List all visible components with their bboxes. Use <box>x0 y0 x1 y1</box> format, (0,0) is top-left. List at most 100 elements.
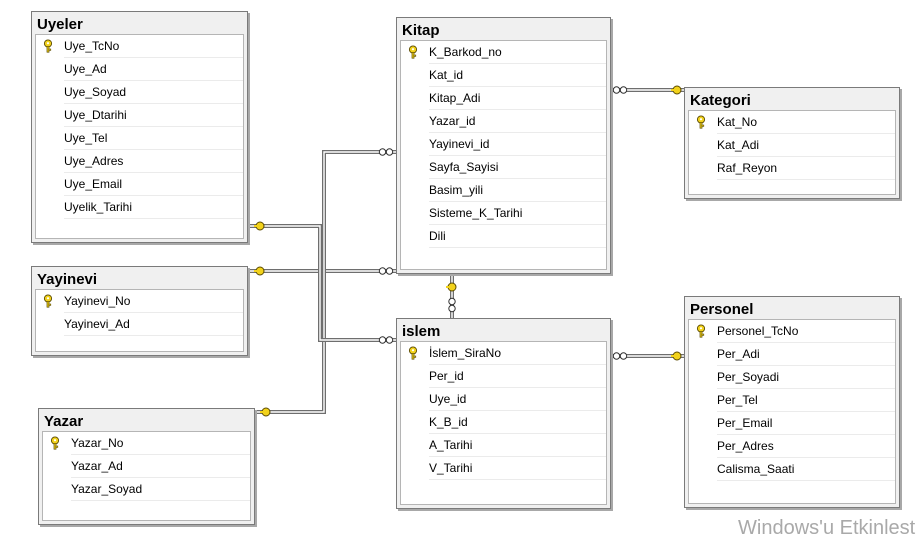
table-title: islem <box>402 323 441 340</box>
column-name: İslem_SiraNo <box>429 346 502 360</box>
column-name: Per_Soyadi <box>717 370 780 384</box>
column-row[interactable]: Per_Adi <box>717 343 895 366</box>
column-row[interactable]: Uye_Ad <box>64 58 243 81</box>
column-name: Uye_id <box>429 392 467 406</box>
column-name: Kitap_Adi <box>429 91 481 105</box>
column-name: Uye_Email <box>64 177 123 191</box>
column-name: Calisma_Saati <box>717 462 795 476</box>
column-name: Yazar_id <box>429 114 476 128</box>
one-end-key-icon <box>671 85 682 95</box>
column-name: Uye_Tel <box>64 131 108 145</box>
key-icon <box>50 436 60 450</box>
many-end-icon <box>378 148 394 156</box>
one-end-key-icon <box>254 266 265 276</box>
one-end-key-icon <box>446 282 457 292</box>
column-row[interactable]: Yazar_No <box>50 432 250 455</box>
column-row[interactable]: Uye_Adres <box>64 150 243 173</box>
column-name: Uye_Ad <box>64 62 107 76</box>
column-row[interactable]: Yayinevi_Ad <box>64 313 243 336</box>
many-end-icon <box>378 336 394 344</box>
column-name: Yazar_Ad <box>71 459 123 473</box>
column-row[interactable]: İslem_SiraNo <box>408 342 606 365</box>
column-name: Kat_No <box>717 115 758 129</box>
column-name: K_B_id <box>429 415 468 429</box>
column-row[interactable]: Uye_TcNo <box>43 35 243 58</box>
column-row[interactable]: Yayinevi_No <box>43 290 243 313</box>
column-row[interactable]: Uye_Soyad <box>64 81 243 104</box>
column-row[interactable]: Per_id <box>429 365 606 388</box>
table-title: Yayinevi <box>37 271 98 288</box>
one-end-key-icon <box>254 221 265 231</box>
key-icon <box>408 45 418 59</box>
column-row[interactable]: K_Barkod_no <box>408 41 606 64</box>
relationship-islem-uyeler[interactable] <box>248 224 396 342</box>
column-row[interactable]: Sayfa_Sayisi <box>429 156 606 179</box>
column-row[interactable]: Uye_Tel <box>64 127 243 150</box>
column-row[interactable]: Yayinevi_id <box>429 133 606 156</box>
table-title: Kategori <box>690 92 751 109</box>
column-row[interactable]: Uye_id <box>429 388 606 411</box>
column-row[interactable]: Uye_Dtarihi <box>64 104 243 127</box>
column-name: V_Tarihi <box>429 461 473 475</box>
column-row[interactable]: Kitap_Adi <box>429 87 606 110</box>
key-icon <box>43 294 53 308</box>
column-row[interactable]: A_Tarihi <box>429 434 606 457</box>
column-row[interactable]: Calisma_Saati <box>717 458 895 481</box>
column-row[interactable]: Basim_yili <box>429 179 606 202</box>
column-row[interactable]: Per_Email <box>717 412 895 435</box>
column-name: Per_Adres <box>717 439 774 453</box>
column-row[interactable]: Sisteme_K_Tarihi <box>429 202 606 225</box>
column-name: Raf_Reyon <box>717 161 778 175</box>
column-row[interactable]: Per_Adres <box>717 435 895 458</box>
activation-watermark: Windows'u Etkinlesti <box>738 517 916 539</box>
column-row[interactable]: Yazar_Soyad <box>71 478 250 501</box>
column-row[interactable]: Personel_TcNo <box>696 320 895 343</box>
column-name: Yayinevi_id <box>429 137 490 151</box>
key-icon <box>696 324 706 338</box>
column-name: Personel_TcNo <box>717 324 799 338</box>
relationship-kitap-yazar[interactable] <box>255 150 396 414</box>
column-name: Basim_yili <box>429 183 484 197</box>
column-name: Yazar_Soyad <box>71 482 143 496</box>
column-row[interactable]: Raf_Reyon <box>717 157 895 180</box>
column-name: Sisteme_K_Tarihi <box>429 206 523 220</box>
column-name: Uye_Adres <box>64 154 124 168</box>
column-name: Yazar_No <box>71 436 124 450</box>
column-row[interactable]: Uyelik_Tarihi <box>64 196 243 219</box>
column-row[interactable]: Kat_Adi <box>717 134 895 157</box>
column-row[interactable]: Per_Tel <box>717 389 895 412</box>
many-end-icon <box>612 86 628 94</box>
column-name: A_Tarihi <box>429 438 473 452</box>
column-row[interactable]: Yazar_Ad <box>71 455 250 478</box>
column-name: Sayfa_Sayisi <box>429 160 499 174</box>
column-row[interactable]: Kat_id <box>429 64 606 87</box>
key-icon <box>408 346 418 360</box>
many-end-icon <box>378 267 394 275</box>
column-row[interactable]: Yazar_id <box>429 110 606 133</box>
column-row[interactable]: Kat_No <box>696 111 895 134</box>
table-title: Personel <box>690 301 754 318</box>
column-row[interactable]: Per_Soyadi <box>717 366 895 389</box>
column-name: Per_Adi <box>717 347 760 361</box>
column-name: K_Barkod_no <box>429 45 502 59</box>
column-name: Uyelik_Tarihi <box>64 200 133 214</box>
column-name: Kat_id <box>429 68 464 82</box>
column-row[interactable]: V_Tarihi <box>429 457 606 480</box>
column-row[interactable]: Uye_Email <box>64 173 243 196</box>
column-row[interactable]: K_B_id <box>429 411 606 434</box>
column-name: Kat_Adi <box>717 138 760 152</box>
column-row[interactable]: Dili <box>429 225 606 248</box>
